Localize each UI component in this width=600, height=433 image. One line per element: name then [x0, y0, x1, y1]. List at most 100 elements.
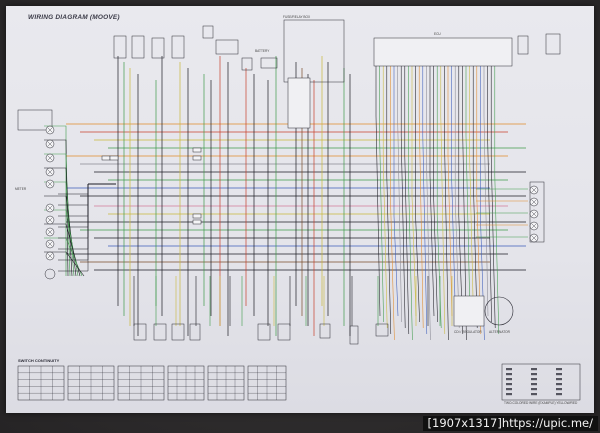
ecu-wire	[390, 64, 395, 341]
ecu-wire	[422, 64, 428, 335]
connector-0	[192, 147, 202, 153]
fuse-relay-box-label: FUSE/RELAY BOX	[283, 15, 311, 19]
position-lamp-block	[17, 109, 53, 131]
ecu-wire	[444, 64, 449, 341]
legend-entry	[556, 388, 562, 391]
throttle-sensor-block	[545, 33, 561, 55]
o2-sensor-block	[517, 35, 529, 55]
fuse-block	[241, 57, 253, 71]
meter-wire	[58, 183, 116, 272]
ecu-wire	[411, 64, 417, 317]
meter-lamp-bulb-1-cross	[47, 217, 53, 223]
cdi-regulator-block	[453, 295, 485, 327]
legend-entry	[556, 393, 562, 396]
ecu-wire	[490, 64, 496, 329]
meter-label: METER	[15, 187, 27, 191]
rear-lamp-bulb-1-cross	[531, 199, 537, 205]
fuse-relay-box	[283, 19, 345, 83]
legend-entry	[531, 383, 537, 386]
wiring-diagram-sheet: WIRING DIAGRAM (MOOVE) 81 SWITCH CONTINU…	[6, 6, 594, 413]
fuel-pump-block	[171, 35, 185, 59]
legend-entry	[556, 378, 562, 381]
legend-entry	[506, 383, 512, 386]
legend-entry	[531, 388, 537, 391]
rear-lamp-group	[529, 181, 545, 243]
ecu-wire	[494, 64, 500, 335]
sensor-b-block	[277, 323, 291, 341]
battery-block	[260, 57, 278, 69]
front-lamp-bulb-0-cross	[47, 127, 53, 133]
ecu-wire	[429, 64, 435, 317]
ecu-wire	[451, 64, 456, 323]
alternator-symbol	[484, 296, 514, 326]
dimmer-switch-block	[171, 323, 185, 341]
diagram-title: WIRING DIAGRAM (MOOVE)	[28, 14, 120, 21]
watermark: [1907x1317]https://upic.me/	[422, 416, 598, 431]
front-lamp-bulb-3-cross	[47, 169, 53, 175]
injector-block	[349, 325, 359, 345]
meter-lamp-bulb-0-cross	[47, 205, 53, 211]
ecu-wire	[400, 64, 406, 329]
legend-entry	[506, 373, 512, 376]
ecu-block	[373, 37, 513, 67]
turn-switch-block	[189, 323, 201, 341]
wire-color-note: TWO-COLORED WIRE (EXAMPLE) YELLOW/RED	[504, 401, 578, 405]
ecu-wire	[487, 64, 492, 323]
legend-entry	[556, 373, 562, 376]
rear-lamp-bulb-2-cross	[531, 211, 537, 217]
connector-2	[192, 213, 202, 219]
ecu-wire	[418, 64, 424, 329]
headlight-relay-block	[215, 39, 239, 55]
ecu-label: ECU	[434, 32, 441, 36]
legend-entry	[506, 368, 512, 371]
ecu-wire	[386, 64, 392, 335]
ecu-wire	[404, 64, 410, 335]
connector-1	[192, 155, 202, 161]
sensor-a-block	[257, 323, 271, 341]
ecu-wire	[393, 64, 399, 317]
legend-entry	[556, 368, 562, 371]
ecu-wire	[382, 64, 388, 329]
horn-switch-block	[133, 323, 147, 341]
ecu-wire	[458, 64, 464, 335]
meter-lamp-bulb-4-cross	[47, 253, 53, 259]
sensor-c-block	[319, 323, 331, 339]
wiring-schematic	[17, 19, 581, 401]
legend-entry	[531, 393, 537, 396]
meter-lamp-bulb-2-cross	[47, 229, 53, 235]
starter-switch-block	[151, 37, 165, 59]
ecu-wire	[483, 64, 489, 317]
meter-lamp-bulb-3-cross	[47, 241, 53, 247]
front-lamp-bulb-2-cross	[47, 155, 53, 161]
ecu-wire	[476, 64, 482, 335]
legend-entry	[531, 368, 537, 371]
ecu-wire	[440, 64, 446, 335]
legend-entry	[531, 373, 537, 376]
front-lamp-bulb-4-cross	[47, 181, 53, 187]
battery-label: BATTERY	[255, 49, 270, 53]
rear-lamp-bulb-0-cross	[531, 187, 537, 193]
legend-entry	[506, 388, 512, 391]
ecu-wire	[462, 64, 467, 341]
ecu-wire	[408, 64, 413, 341]
ecu-wire	[415, 64, 420, 323]
ecu-wire	[454, 64, 460, 329]
cdi-label: CDI / REGULATOR	[454, 330, 482, 334]
ecu-wire	[447, 64, 453, 317]
fuel-gauge-symbol	[44, 268, 56, 280]
starter-relay-block	[375, 323, 389, 337]
rear-lamp-bulb-4-cross	[531, 235, 537, 241]
ecu-wire	[469, 64, 474, 323]
ecu-wire	[426, 64, 431, 341]
ecu-wire	[379, 64, 384, 323]
ignition-switch-block	[113, 35, 127, 59]
legend-entry	[506, 378, 512, 381]
connector-5	[109, 155, 119, 161]
ecu-wire	[472, 64, 478, 329]
ecu-wire	[465, 64, 471, 317]
legend-entry	[506, 393, 512, 396]
rear-lamp-bulb-3-cross	[531, 223, 537, 229]
wire-color-legend	[501, 363, 581, 401]
front-brake-switch-block	[131, 35, 145, 59]
switch-continuity-title: SWITCH CONTINUITY	[18, 358, 60, 363]
